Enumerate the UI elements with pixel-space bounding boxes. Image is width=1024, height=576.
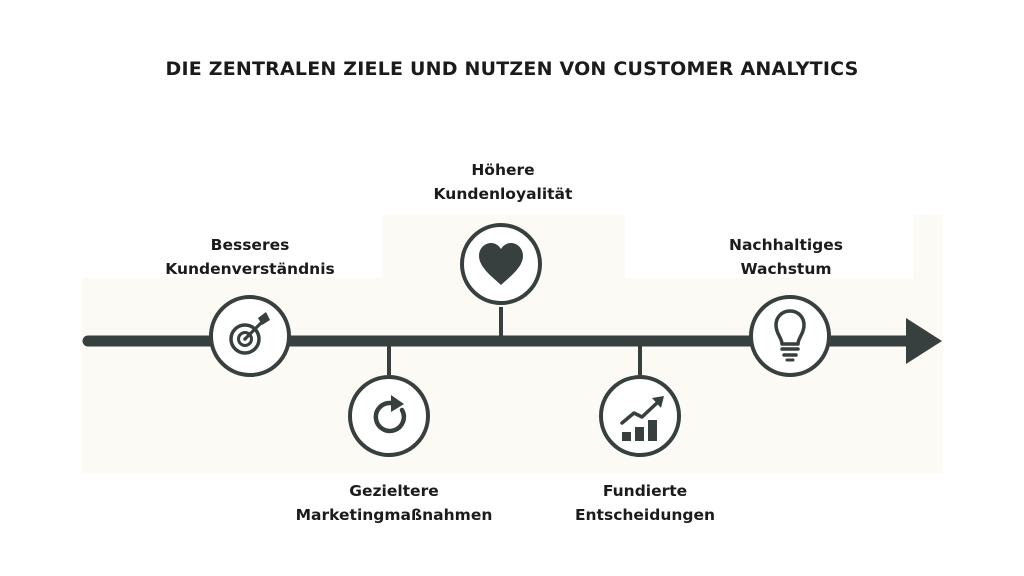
milestone-circle (749, 295, 831, 377)
milestone-marketingmassnahmen (348, 375, 430, 457)
growth-chart-icon (620, 396, 664, 441)
label-line-2: Entscheidungen (574, 506, 716, 524)
milestone-kundenloyalitaet (460, 223, 542, 305)
label-line-2: Marketingmaßnahmen (295, 506, 493, 524)
heart-icon (479, 243, 523, 285)
page-title: DIE ZENTRALEN ZIELE UND NUTZEN VON CUSTO… (165, 58, 859, 80)
label-line-2: Kundenloyalität (433, 185, 573, 203)
refresh-icon (373, 395, 407, 434)
label-kundenloyalitaet: Höhere Kundenloyalität (383, 158, 623, 206)
milestone-wachstum (749, 295, 831, 377)
label-line-1: Gezieltere (349, 482, 439, 500)
label-entscheidungen: Fundierte Entscheidungen (525, 479, 765, 527)
label-wachstum: Nachhaltiges Wachstum (666, 233, 906, 281)
label-line-1: Höhere (471, 161, 535, 179)
label-line-1: Fundierte (602, 482, 688, 500)
label-kundenverstaendnis: Besseres Kundenverständnis (130, 233, 370, 281)
label-line-2: Wachstum (740, 260, 832, 278)
label-line-1: Besseres (210, 236, 290, 254)
milestone-kundenverstaendnis (209, 295, 291, 377)
milestone-entscheidungen (599, 375, 681, 457)
target-icon (229, 312, 270, 355)
lightbulb-icon (774, 309, 806, 362)
label-line-1: Nachhaltiges (728, 236, 844, 254)
milestone-circle (348, 375, 430, 457)
label-line-2: Kundenverständnis (165, 260, 335, 278)
timeline-arrowhead (906, 318, 942, 364)
label-marketingmassnahmen: Gezieltere Marketingmaßnahmen (274, 479, 514, 527)
